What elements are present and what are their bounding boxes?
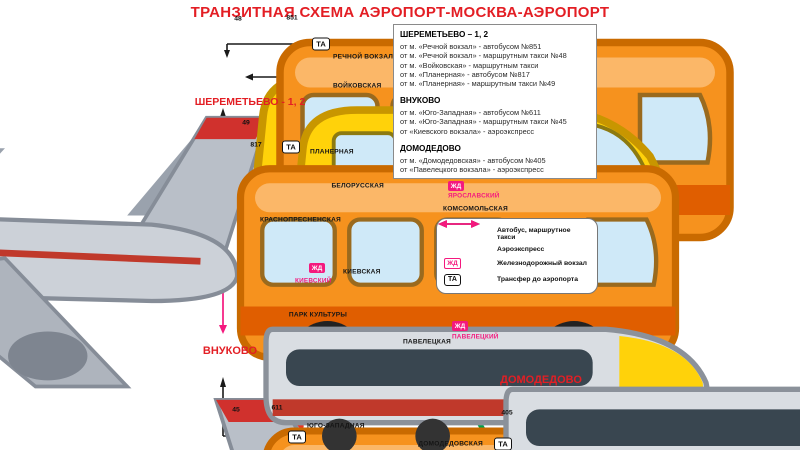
legend-transfer-label: Трансфер до аэропорта xyxy=(497,276,579,283)
station-label-voykovskaya: ВОЙКОВСКАЯ xyxy=(333,82,382,90)
route-number-49: 49 xyxy=(242,119,250,127)
info-line: от м. «Домодедовская» - автобусом №405 xyxy=(400,155,546,165)
ta-badge-planernaya: ТА xyxy=(282,140,300,154)
zd-badge-yaroslavsky: ЖД xyxy=(448,181,464,191)
info-section-vnukovo: ВНУКОВО от м. «Юго-Западная» - автобусом… xyxy=(400,96,592,136)
terminal-label-kievsky: КИЕВСКИЙ xyxy=(295,277,332,285)
info-section-sheremetyevo: ШЕРЕМЕТЬЕВО – 1, 2 от м. «Речной вокзал»… xyxy=(400,30,592,88)
station-label-paveletskaya: ПАВЕЛЕЦКАЯ xyxy=(402,338,451,346)
info-heading: ШЕРЕМЕТЬЕВО – 1, 2 xyxy=(400,30,489,39)
ta-badge-icon: ТА xyxy=(444,273,490,286)
legend-aeroexpress-label: Аэроэкспресс xyxy=(497,245,545,253)
info-line: от м. «Юго-Западная» - маршрутным такси … xyxy=(400,117,567,127)
page-title: ТРАНЗИТНАЯ СХЕМА АЭРОПОРТ-МОСКВА-АЭРОПОР… xyxy=(190,4,610,21)
route-number-851: 851 xyxy=(286,14,298,22)
airport-label-sheremetyevo: ШЕРЕМЕТЬЕВО - 1, 2 xyxy=(194,96,306,108)
legend-rail-label: Железнодорожный вокзал xyxy=(497,259,587,267)
route-number-611: 611 xyxy=(271,404,283,412)
route-number-405: 405 xyxy=(501,409,513,417)
terminal-label-paveletsky: ПАВЕЛЕЦКИЙ xyxy=(452,333,499,341)
station-label-kievskaya: КИЕВСКАЯ xyxy=(343,268,381,276)
info-line: от м. «Планерная» - автобусом №817 xyxy=(400,69,530,79)
legend-box: Автобус, маршрутное такси Аэроэкспресс Ж… xyxy=(436,218,598,294)
station-label-krasnopresnenskaya: КРАСНОПРЕСНЕНСКАЯ xyxy=(260,216,341,224)
ta-badge-yugo-zapadnaya: ТА xyxy=(288,430,306,444)
paveletsky-aeroexpress-train-icon xyxy=(506,389,800,450)
info-line: от «Павелецкого вокзала» - аэроэкспресс xyxy=(400,165,544,175)
legend-row-aeroexpress: Аэроэкспресс xyxy=(438,220,590,253)
ta-badge-rechnoy: ТА xyxy=(312,37,330,51)
route-number-817: 817 xyxy=(250,141,262,149)
station-label-planernaya: ПЛАНЕРНАЯ xyxy=(310,148,354,156)
station-label-yugo-zapadnaya: ЮГО-ЗАПАДНАЯ xyxy=(307,422,365,430)
info-line: от м. «Войковская» - маршрутным такси xyxy=(400,60,539,70)
info-section-domodedovo: ДОМОДЕДОВО от м. «Домодедовская» - автоб… xyxy=(400,144,592,175)
station-label-rechnoy-vokzal: РЕЧНОЙ ВОКЗАЛ xyxy=(333,53,394,61)
station-label-belorusskaya: БЕЛОРУССКАЯ xyxy=(331,182,384,190)
info-line: от м. «Речной вокзал» - автобусом №851 xyxy=(400,42,542,52)
zd-badge-paveletsky: ЖД xyxy=(452,321,468,331)
info-heading: ДОМОДЕДОВО xyxy=(400,143,461,153)
legend-bus-label: Автобус, маршрутное такси xyxy=(497,226,571,241)
airport-label-domodedovo: ДОМОДЕДОВО xyxy=(500,374,582,386)
zd-badge-kievsky: ЖД xyxy=(309,263,325,273)
station-label-domodedovskaya: ДОМОДЕДОВСКАЯ xyxy=(418,440,483,448)
station-label-komsomolskaya: КОМСОМОЛЬСКАЯ xyxy=(443,205,508,213)
legend-row-transfer: ТА Трансфер до аэропорта xyxy=(444,273,590,286)
info-line: от «Киевского вокзала» - аэроэкспресс xyxy=(400,126,535,136)
terminal-label-yaroslavsky: ЯРОСЛАВСКИЙ xyxy=(448,192,500,200)
ta-badge-domodedovskaya: ТА xyxy=(494,437,512,450)
airport-label-vnukovo: ВНУКОВО xyxy=(202,345,258,357)
zd-badge-icon: ЖД xyxy=(444,257,490,269)
info-line: от м. «Планерная» - маршрутным такси №49 xyxy=(400,78,556,88)
info-line: от м. «Речной вокзал» - маршрутным такси… xyxy=(400,51,567,61)
info-heading: ВНУКОВО xyxy=(400,96,441,106)
legend-row-rail: ЖД Железнодорожный вокзал xyxy=(444,257,590,269)
info-line: от м. «Юго-Западная» - автобусом №611 xyxy=(400,108,541,118)
route-number-48: 48 xyxy=(234,15,242,23)
station-label-park-kultury: ПАРК КУЛЬТУРЫ xyxy=(288,311,347,319)
routes-info-box: ШЕРЕМЕТЬЕВО – 1, 2 от м. «Речной вокзал»… xyxy=(393,24,597,180)
route-number-45: 45 xyxy=(232,406,240,414)
